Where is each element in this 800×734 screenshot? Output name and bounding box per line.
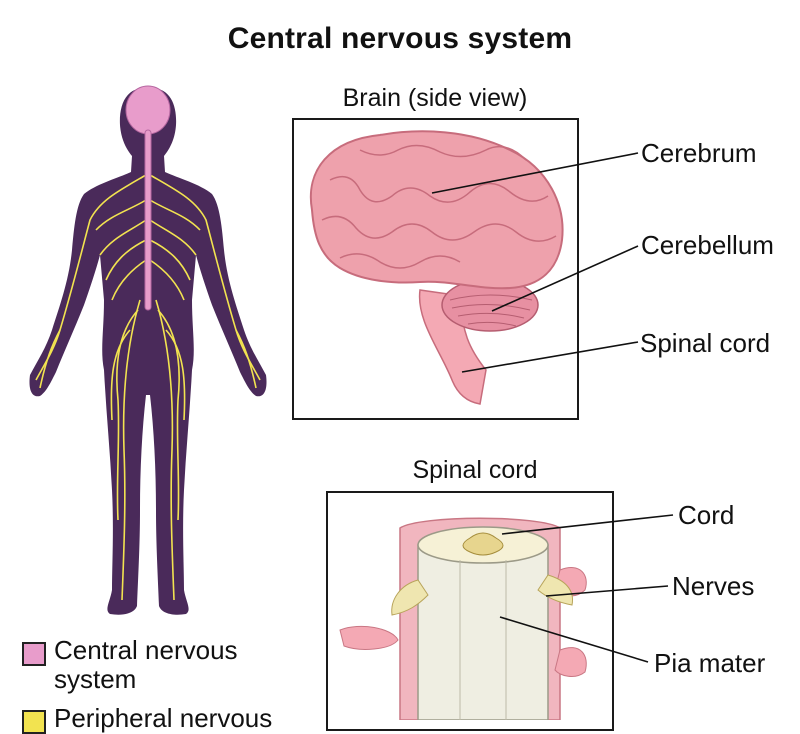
legend-peripheral: Peripheral nervous (22, 704, 272, 734)
legend-peripheral-text: Peripheral nervous (54, 704, 272, 733)
nerves-bundles (391, 574, 574, 616)
page-title: Central nervous system (227, 22, 573, 55)
label-cerebrum: Cerebrum (641, 138, 757, 168)
legend-peripheral-swatch (22, 710, 46, 734)
spinal-cord-body (417, 526, 549, 720)
label-cord: Cord (678, 500, 735, 530)
label-nerves: Nerves (672, 571, 755, 601)
brain-leader-lines (431, 152, 639, 373)
cerebellum (441, 278, 539, 332)
peripheral-nerves (35, 174, 261, 601)
label-cerebellum: Cerebellum (641, 230, 774, 260)
legend-peripheral-line1: Peripheral nervous (54, 703, 273, 733)
legend-central-line1: Central nervous (54, 635, 238, 665)
spinal-leader-lines (499, 514, 674, 663)
legend-central-line2: system (54, 664, 137, 694)
spinal-panel-title: Spinal cord (412, 456, 538, 484)
cerebrum (309, 130, 564, 290)
legend-central-swatch (22, 642, 46, 666)
central-nervous-system (125, 85, 171, 311)
spinal-cord-stem (418, 289, 487, 405)
legend-central: Central nervous system (22, 636, 238, 694)
label-pia-mater: Pia mater (654, 648, 766, 678)
brain-panel-title: Brain (side view) (342, 84, 528, 112)
label-spinal-cord: Spinal cord (640, 328, 771, 358)
legend-central-text: Central nervous system (54, 636, 238, 694)
human-silhouette (29, 88, 267, 615)
